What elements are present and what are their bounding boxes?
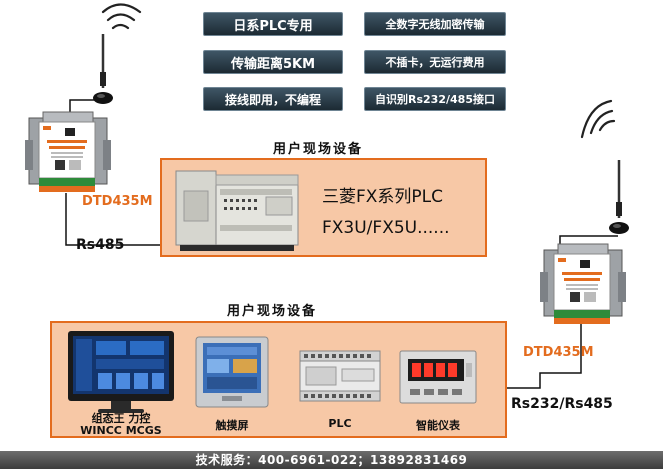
mitsubishi-plc-image <box>175 170 299 251</box>
feature-distance: 传输距离5KM <box>203 50 343 74</box>
bottom-device-box: 组态王 力控 WINCC MCGS 触摸屏 PLC 智能仪 <box>50 321 507 438</box>
feature-no-card: 不插卡，无运行费用 <box>364 50 506 74</box>
scada-caption-line2: WINCC MCGS <box>80 424 162 437</box>
bottom-group-title: 用户现场设备 <box>227 304 318 319</box>
antenna-icon-left <box>93 34 113 104</box>
feature-label: 全数字无线加密传输 <box>385 18 485 31</box>
feature-label: 不插卡，无运行费用 <box>385 56 485 69</box>
feature-label: 日系PLC专用 <box>233 18 313 34</box>
link-label-rs485: Rs485 <box>76 237 125 253</box>
feature-plc-only: 日系PLC专用 <box>203 12 343 36</box>
hmi-touchscreen-image <box>195 336 269 408</box>
top-device-box: 三菱FX系列PLC FX3U/FX5U...... <box>160 158 487 257</box>
wireless-module-left <box>25 111 111 192</box>
wireless-module-right <box>540 243 626 324</box>
scada-monitor-image <box>68 331 174 413</box>
antenna-icon-right <box>609 160 629 234</box>
top-group-title: 用户现场设备 <box>273 142 364 157</box>
module-label-left: DTD435M <box>82 194 153 209</box>
top-device-line1: 三菱FX系列PLC <box>322 187 444 207</box>
hmi-caption: 触摸屏 <box>215 419 249 432</box>
footer-bar: 技术服务：400-6961-022；13892831469 <box>0 451 663 469</box>
feature-label: 自识别Rs232/485接口 <box>375 93 495 106</box>
plc-caption: PLC <box>328 417 352 430</box>
footer-contact: 技术服务：400-6961-022；13892831469 <box>195 453 468 467</box>
smart-meter-image <box>399 350 477 404</box>
top-device-line2: FX3U/FX5U...... <box>322 218 450 238</box>
feature-auto-detect: 自识别Rs232/485接口 <box>364 87 506 111</box>
scada-caption-line1: 组态王 力控 <box>91 412 151 425</box>
feature-plug-play: 接线即用，不编程 <box>203 87 343 111</box>
link-label-rs232-rs485: Rs232/Rs485 <box>511 396 613 412</box>
feature-encrypted: 全数字无线加密传输 <box>364 12 506 36</box>
module-label-right: DTD435M <box>523 345 594 360</box>
meter-caption: 智能仪表 <box>416 419 460 432</box>
feature-label: 传输距离5KM <box>230 56 316 72</box>
plc-image <box>299 350 381 402</box>
feature-label: 接线即用，不编程 <box>224 92 321 107</box>
